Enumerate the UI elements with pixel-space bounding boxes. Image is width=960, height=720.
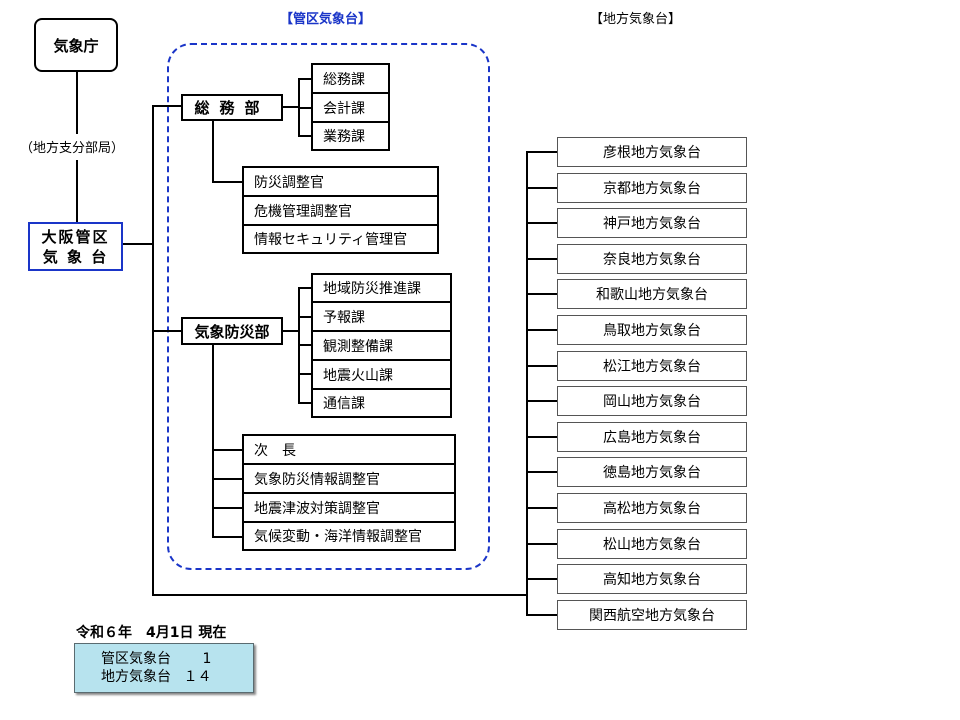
as-of-date: 令和６年 4月1日 現在 xyxy=(76,625,227,641)
local-office-7[interactable]: 岡山地方気象台 xyxy=(557,386,747,416)
agency-box[interactable]: 気象庁 xyxy=(34,18,118,72)
connector xyxy=(283,106,299,108)
connector xyxy=(212,507,243,509)
somu-section-2[interactable]: 業務課 xyxy=(311,122,390,151)
kishou-section-0[interactable]: 地域防災推進課 xyxy=(311,273,452,302)
connector xyxy=(526,543,557,545)
kanku-region xyxy=(167,43,490,570)
summary-row-chiho: 地方気象台 １４ xyxy=(101,668,253,686)
connector xyxy=(298,373,312,375)
connector xyxy=(298,402,312,404)
connector xyxy=(298,78,312,80)
connector xyxy=(526,222,557,224)
chiho-header: 【地方気象台】 xyxy=(590,12,682,27)
summary-chiho-label: 地方気象台 xyxy=(101,669,171,685)
local-office-0[interactable]: 彦根地方気象台 xyxy=(557,137,747,167)
osaka-box[interactable]: 大阪管区 気 象 台 xyxy=(28,222,123,271)
connector xyxy=(298,316,312,318)
kishou-officer-3[interactable]: 気候変動・海洋情報調整官 xyxy=(242,522,456,551)
connector xyxy=(526,365,557,367)
kishou-officer-2[interactable]: 地震津波対策調整官 xyxy=(242,493,456,522)
connector xyxy=(152,594,527,596)
connector xyxy=(298,135,312,137)
kanku-header: 【管区気象台】 xyxy=(280,12,372,27)
local-office-13[interactable]: 関西航空地方気象台 xyxy=(557,600,747,630)
connector xyxy=(526,329,557,331)
local-office-3[interactable]: 奈良地方気象台 xyxy=(557,244,747,274)
local-office-5[interactable]: 鳥取地方気象台 xyxy=(557,315,747,345)
kishou-section-2[interactable]: 観測整備課 xyxy=(311,331,452,360)
connector xyxy=(526,258,557,260)
connector xyxy=(212,345,214,537)
somu-officer-0[interactable]: 防災調整官 xyxy=(242,166,439,196)
local-office-11[interactable]: 松山地方気象台 xyxy=(557,529,747,559)
connector xyxy=(123,243,153,245)
local-office-12[interactable]: 高知地方気象台 xyxy=(557,564,747,594)
connector xyxy=(152,105,154,596)
connector xyxy=(212,121,214,182)
kishou-officer-0[interactable]: 次 長 xyxy=(242,434,456,464)
local-office-6[interactable]: 松江地方気象台 xyxy=(557,351,747,381)
local-office-10[interactable]: 高松地方気象台 xyxy=(557,493,747,523)
kishou-section-4[interactable]: 通信課 xyxy=(311,389,452,418)
kishou-section-1[interactable]: 予報課 xyxy=(311,302,452,331)
connector xyxy=(526,614,557,616)
connector xyxy=(212,181,243,183)
local-office-2[interactable]: 神戸地方気象台 xyxy=(557,208,747,238)
connector xyxy=(526,293,557,295)
summary-kanku-count: 1 xyxy=(202,651,212,667)
branch-note: （地方支分部局） xyxy=(20,141,125,156)
local-office-1[interactable]: 京都地方気象台 xyxy=(557,173,747,203)
connector xyxy=(298,107,312,109)
somu-section-0[interactable]: 総務課 xyxy=(311,63,390,93)
kishou-box[interactable]: 気象防災部 xyxy=(181,317,283,345)
connector xyxy=(298,287,312,289)
connector xyxy=(152,330,182,332)
osaka-line1: 大阪管区 xyxy=(41,227,110,246)
connector xyxy=(152,105,182,107)
somu-section-1[interactable]: 会計課 xyxy=(311,93,390,122)
connector xyxy=(283,330,299,332)
connector xyxy=(212,449,243,451)
connector xyxy=(526,507,557,509)
connector xyxy=(526,400,557,402)
local-office-9[interactable]: 徳島地方気象台 xyxy=(557,457,747,487)
connector xyxy=(76,72,78,134)
connector xyxy=(526,578,557,580)
connector xyxy=(526,152,528,615)
kishou-section-3[interactable]: 地震火山課 xyxy=(311,360,452,389)
connector xyxy=(526,436,557,438)
connector xyxy=(526,471,557,473)
somu-box[interactable]: 総務部 xyxy=(181,94,283,121)
connector xyxy=(212,536,243,538)
somu-officer-2[interactable]: 情報セキュリティ管理官 xyxy=(242,225,439,254)
summary-box: 管区気象台 1 地方気象台 １４ xyxy=(74,643,254,693)
summary-chiho-count: １４ xyxy=(183,669,212,685)
local-office-8[interactable]: 広島地方気象台 xyxy=(557,422,747,452)
summary-kanku-label: 管区気象台 xyxy=(101,651,171,667)
kishou-officer-1[interactable]: 気象防災情報調整官 xyxy=(242,464,456,493)
connector xyxy=(526,151,557,153)
local-office-4[interactable]: 和歌山地方気象台 xyxy=(557,279,747,309)
osaka-line2: 気 象 台 xyxy=(42,247,109,266)
connector xyxy=(298,344,312,346)
connector xyxy=(76,160,78,222)
connector xyxy=(212,478,243,480)
connector xyxy=(526,187,557,189)
summary-row-kanku: 管区気象台 1 xyxy=(101,650,253,668)
somu-officer-1[interactable]: 危機管理調整官 xyxy=(242,196,439,225)
